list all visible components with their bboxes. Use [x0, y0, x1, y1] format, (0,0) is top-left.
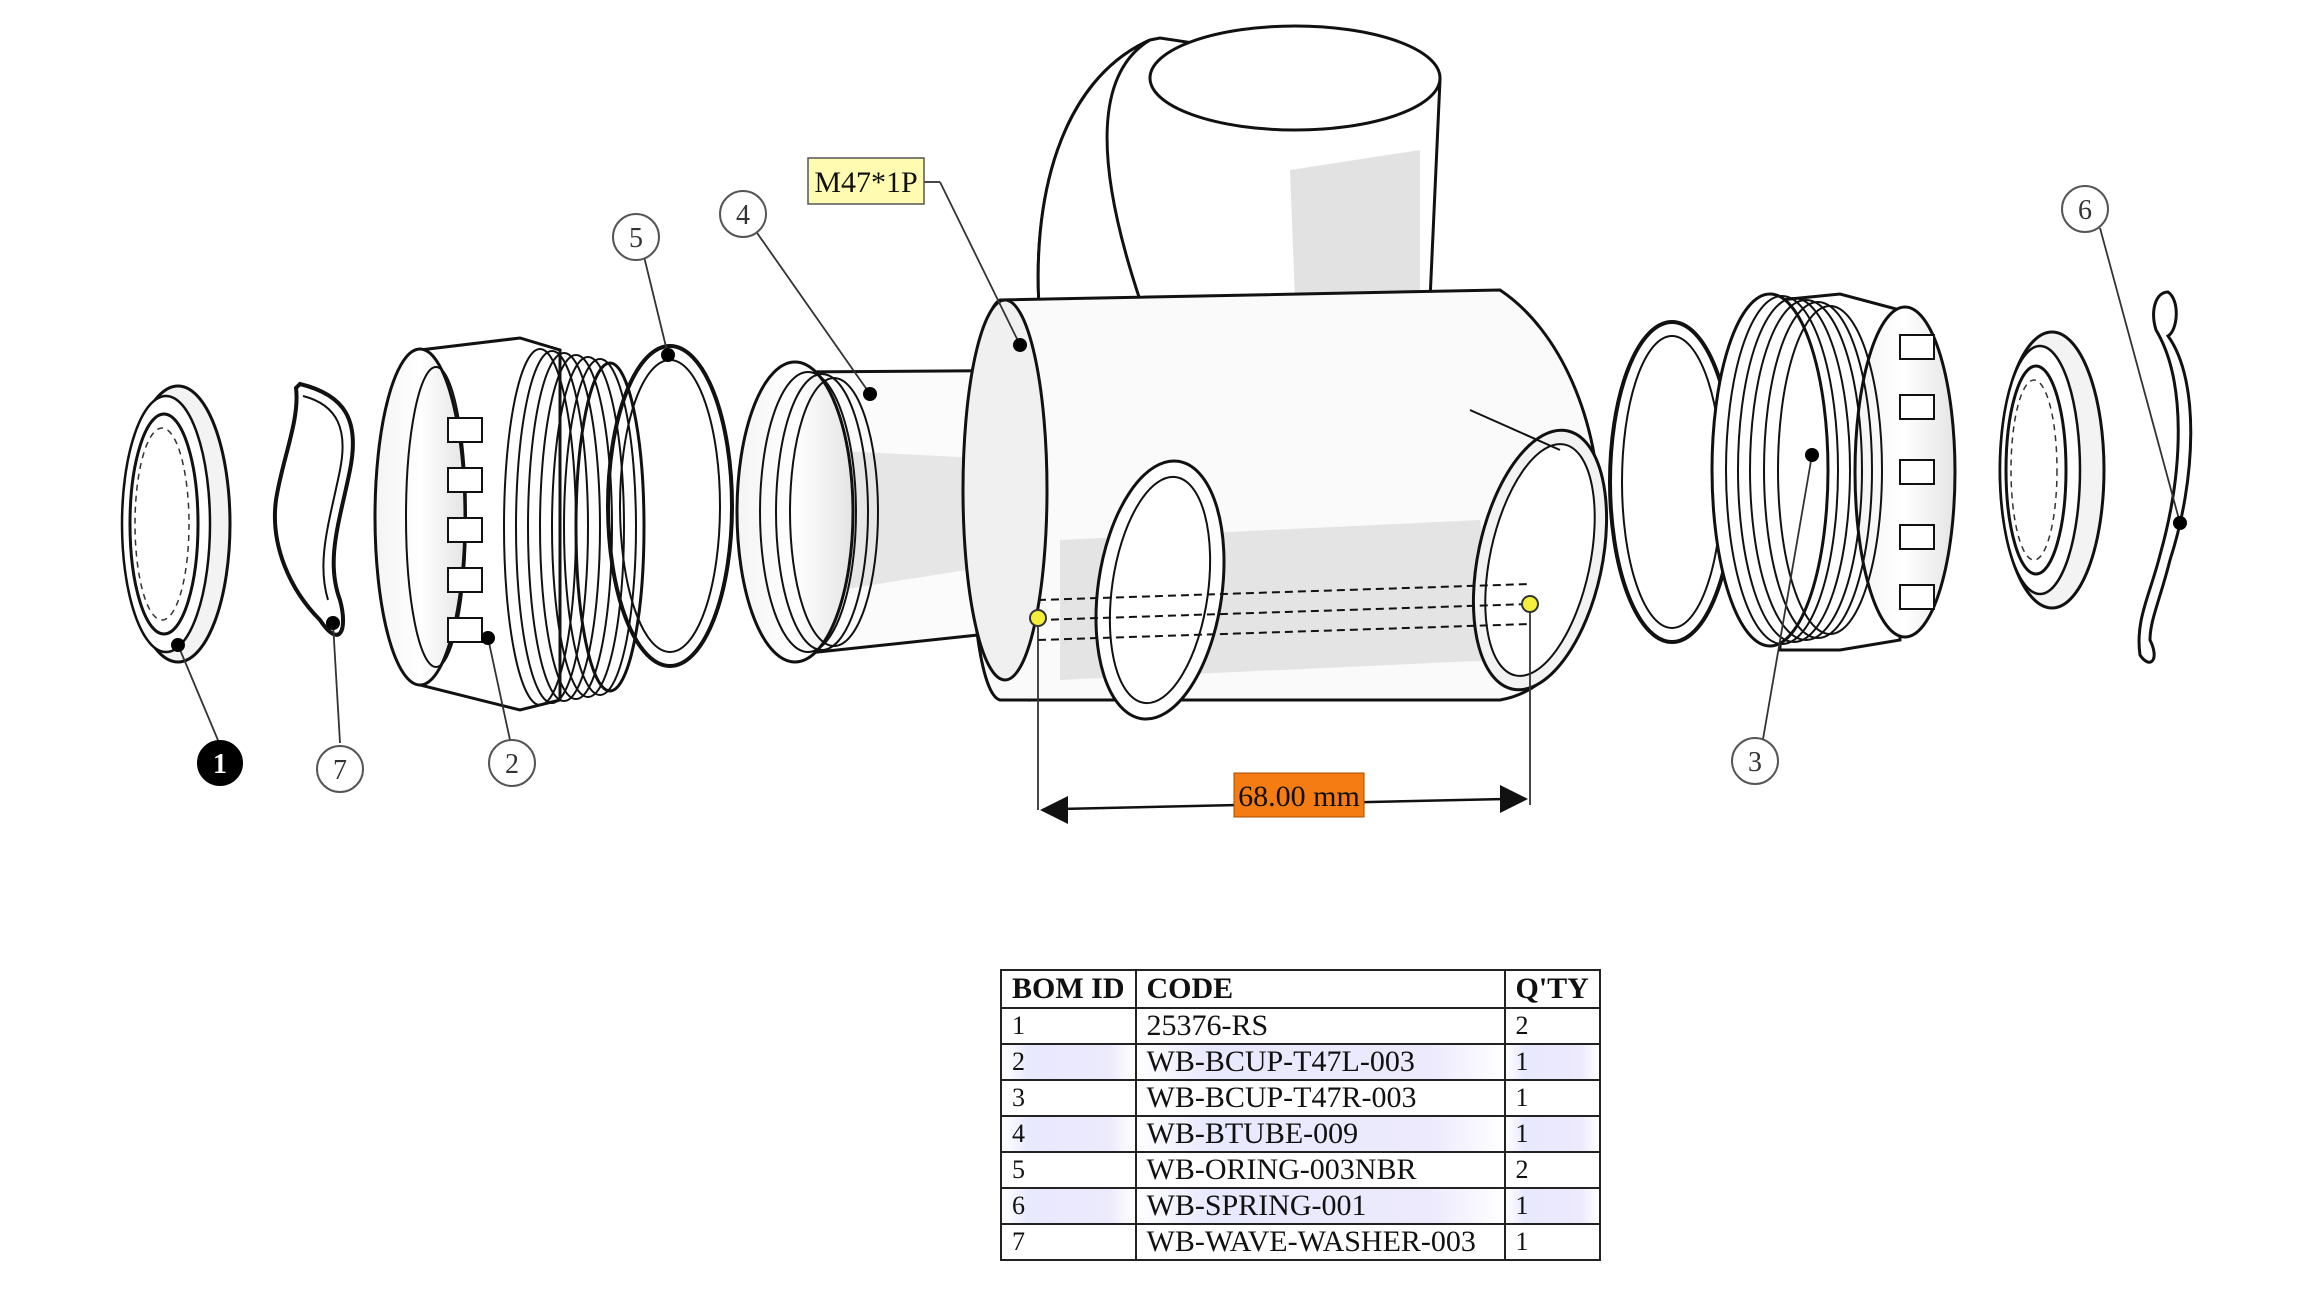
bom-cell-id: 2 [1000, 1043, 1137, 1081]
bom-row[interactable]: 5 WB-ORING-003NBR 2 [1000, 1151, 1601, 1189]
callout-4[interactable]: 4 [719, 190, 767, 238]
bom-cell-code: WB-BCUP-T47L-003 [1134, 1043, 1506, 1081]
leader-dots [171, 338, 2187, 652]
bom-table: BOM ID CODE Q'TY 1 25376-RS 2 2 WB-BCUP-… [1000, 969, 1601, 1261]
bearing-right-part[interactable] [1998, 330, 2106, 610]
bom-cell-qty: 1 [1503, 1079, 1601, 1117]
thread-spec-text: M47*1P [814, 166, 917, 199]
bom-cell-qty: 1 [1503, 1115, 1601, 1153]
callout-3[interactable]: 3 [1731, 737, 1779, 785]
bom-header-id: BOM ID [1000, 969, 1137, 1009]
dimension-label-text: 68.00 mm [1238, 780, 1360, 813]
callout-2[interactable]: 2 [488, 739, 536, 787]
callout-4-text: 4 [736, 200, 750, 231]
bom-cell-id: 3 [1000, 1079, 1137, 1117]
thread-spec-label[interactable]: M47*1P [807, 157, 925, 205]
bom-cell-code: WB-BCUP-T47R-003 [1134, 1079, 1506, 1117]
callout-1-selected[interactable]: 1 [197, 740, 243, 786]
bom-cell-qty: 2 [1503, 1151, 1601, 1189]
bom-cell-qty: 1 [1503, 1223, 1601, 1261]
bom-cell-qty: 2 [1503, 1007, 1601, 1045]
bom-row[interactable]: 6 WB-SPRING-001 1 [1000, 1187, 1601, 1225]
bom-cell-code: WB-BTUBE-009 [1134, 1115, 1506, 1153]
callout-5[interactable]: 5 [612, 213, 660, 261]
callout-6-text: 6 [2078, 195, 2092, 226]
bom-cell-code: WB-ORING-003NBR [1134, 1151, 1506, 1189]
bearing-left-part[interactable] [120, 384, 232, 664]
dimension-point-right[interactable] [1521, 595, 1539, 613]
bom-header-code: CODE [1134, 969, 1506, 1009]
bom-cell-id: 5 [1000, 1151, 1137, 1189]
bom-row[interactable]: 2 WB-BCUP-T47L-003 1 [1000, 1043, 1601, 1081]
spring-clip-part[interactable] [2137, 290, 2193, 664]
callout-7-text: 7 [333, 755, 347, 786]
bom-header-row: BOM ID CODE Q'TY [1000, 969, 1601, 1009]
bom-row[interactable]: 4 WB-BTUBE-009 1 [1000, 1115, 1601, 1153]
frame-shell [961, 24, 1609, 721]
callout-3-text: 3 [1748, 747, 1762, 778]
dimension-point-left[interactable] [1029, 609, 1047, 627]
bom-row[interactable]: 3 WB-BCUP-T47R-003 1 [1000, 1079, 1601, 1117]
measurement-axis-lines [1037, 583, 1531, 641]
bom-cell-code: WB-SPRING-001 [1134, 1187, 1506, 1225]
bom-cell-code: WB-WAVE-WASHER-003 [1134, 1223, 1506, 1261]
dimension-label[interactable]: 68.00 mm [1233, 772, 1365, 818]
left-cup-part[interactable] [373, 336, 646, 712]
bom-cell-id: 7 [1000, 1223, 1137, 1261]
callout-1-text: 1 [213, 749, 227, 780]
bom-cell-id: 6 [1000, 1187, 1137, 1225]
wave-washer-part[interactable] [273, 381, 355, 637]
bom-header-qty: Q'TY [1503, 969, 1601, 1009]
oring-left-part[interactable] [606, 344, 734, 668]
callout-7[interactable]: 7 [316, 745, 364, 793]
bom-cell-code: 25376-RS [1134, 1007, 1506, 1045]
right-cup-part[interactable] [1710, 292, 1957, 652]
bom-cell-id: 1 [1000, 1007, 1137, 1045]
bom-cell-id: 4 [1000, 1115, 1137, 1153]
bom-row[interactable]: 1 25376-RS 2 [1000, 1007, 1601, 1045]
callout-5-text: 5 [629, 223, 643, 254]
callout-2-text: 2 [505, 749, 519, 780]
bom-row[interactable]: 7 WB-WAVE-WASHER-003 1 [1000, 1223, 1601, 1261]
bom-cell-qty: 1 [1503, 1187, 1601, 1225]
bom-cell-qty: 1 [1503, 1043, 1601, 1081]
callout-6[interactable]: 6 [2061, 185, 2109, 233]
